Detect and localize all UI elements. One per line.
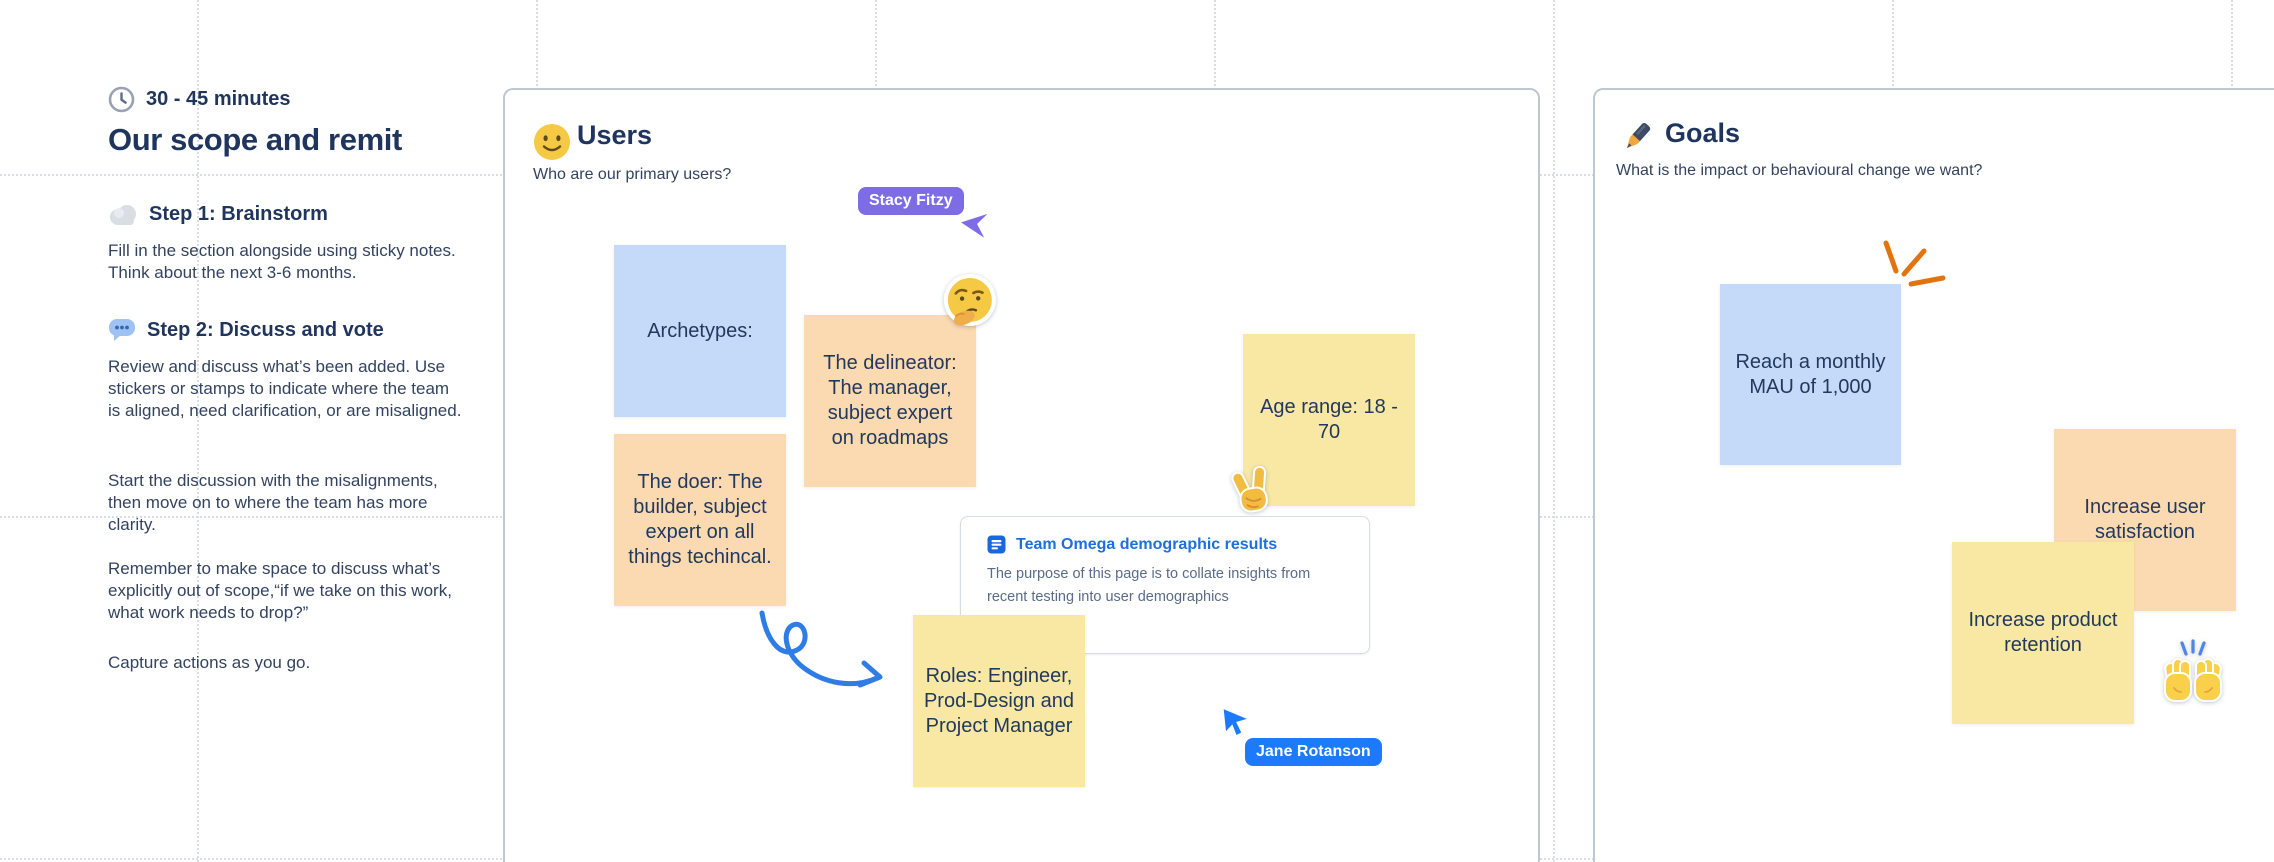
collaborator-cursor-stacy — [957, 208, 989, 240]
card-title-link[interactable]: Team Omega demographic results — [1016, 535, 1278, 553]
collaborator-cursor-jane — [1221, 706, 1251, 736]
sticky-note-delineator[interactable]: The delineator: The manager, subject exp… — [804, 315, 976, 487]
sticky-note-roles[interactable]: Roles: Engineer, Prod-Design and Project… — [913, 615, 1085, 787]
frame-goals[interactable]: Goals What is the impact or behavioural … — [1593, 88, 2274, 862]
thinking-face-emoji[interactable] — [941, 272, 999, 330]
blue-loop-arrow-doodle[interactable] — [752, 605, 907, 715]
pen-emoji — [1618, 118, 1656, 156]
collaborator-label-jane: Jane Rotanson — [1245, 738, 1382, 766]
frame-goals-title: Goals — [1665, 118, 1741, 148]
frame-users[interactable]: Users Who are our primary users? Stacy F… — [503, 88, 1540, 862]
step2-heading: Step 2: Discuss and vote — [147, 319, 384, 341]
page-title: Our scope and remit — [108, 122, 402, 157]
grid-line-vertical — [1553, 0, 1555, 862]
clock-icon — [108, 86, 135, 113]
orange-spark-doodle[interactable] — [1880, 235, 1950, 293]
sticky-note-retention[interactable]: Increase product retention — [1952, 542, 2134, 724]
instruction-paragraph: Capture actions as you go. — [108, 653, 311, 672]
instruction-paragraph: Remember to make space to discuss what’s… — [108, 559, 452, 622]
victory-hand-emoji[interactable] — [1225, 462, 1281, 518]
grid-line-vertical — [197, 0, 199, 862]
step1-heading: Step 1: Brainstorm — [149, 203, 328, 225]
duration-label: 30 - 45 minutes — [146, 88, 291, 110]
document-icon — [987, 535, 1006, 554]
frame-goals-subtitle: What is the impact or behavioural change… — [1616, 162, 1983, 179]
speech-bubble-icon — [108, 318, 136, 343]
sticky-note-doer[interactable]: The doer: The builder, subject expert on… — [614, 434, 786, 606]
step2-body: Review and discuss what’s been added. Us… — [108, 357, 462, 420]
frame-users-subtitle: Who are our primary users? — [533, 166, 732, 183]
cloud-icon — [108, 204, 138, 226]
sticky-note-age-range[interactable]: Age range: 18 - 70 — [1243, 334, 1415, 506]
card-description: The purpose of this page is to collate i… — [987, 566, 1311, 605]
slightly-smiling-face-emoji — [533, 123, 571, 161]
sticky-note-archetypes[interactable]: Archetypes: — [614, 245, 786, 417]
frame-users-title: Users — [577, 120, 653, 150]
instruction-paragraph: Start the discussion with the misalignme… — [108, 471, 438, 534]
raising-hands-emoji[interactable] — [2157, 634, 2229, 706]
collaborator-label-stacy: Stacy Fitzy — [858, 187, 964, 215]
sticky-note-mau[interactable]: Reach a monthly MAU of 1,000 — [1720, 284, 1901, 465]
step1-body: Fill in the section alongside using stic… — [108, 241, 456, 282]
